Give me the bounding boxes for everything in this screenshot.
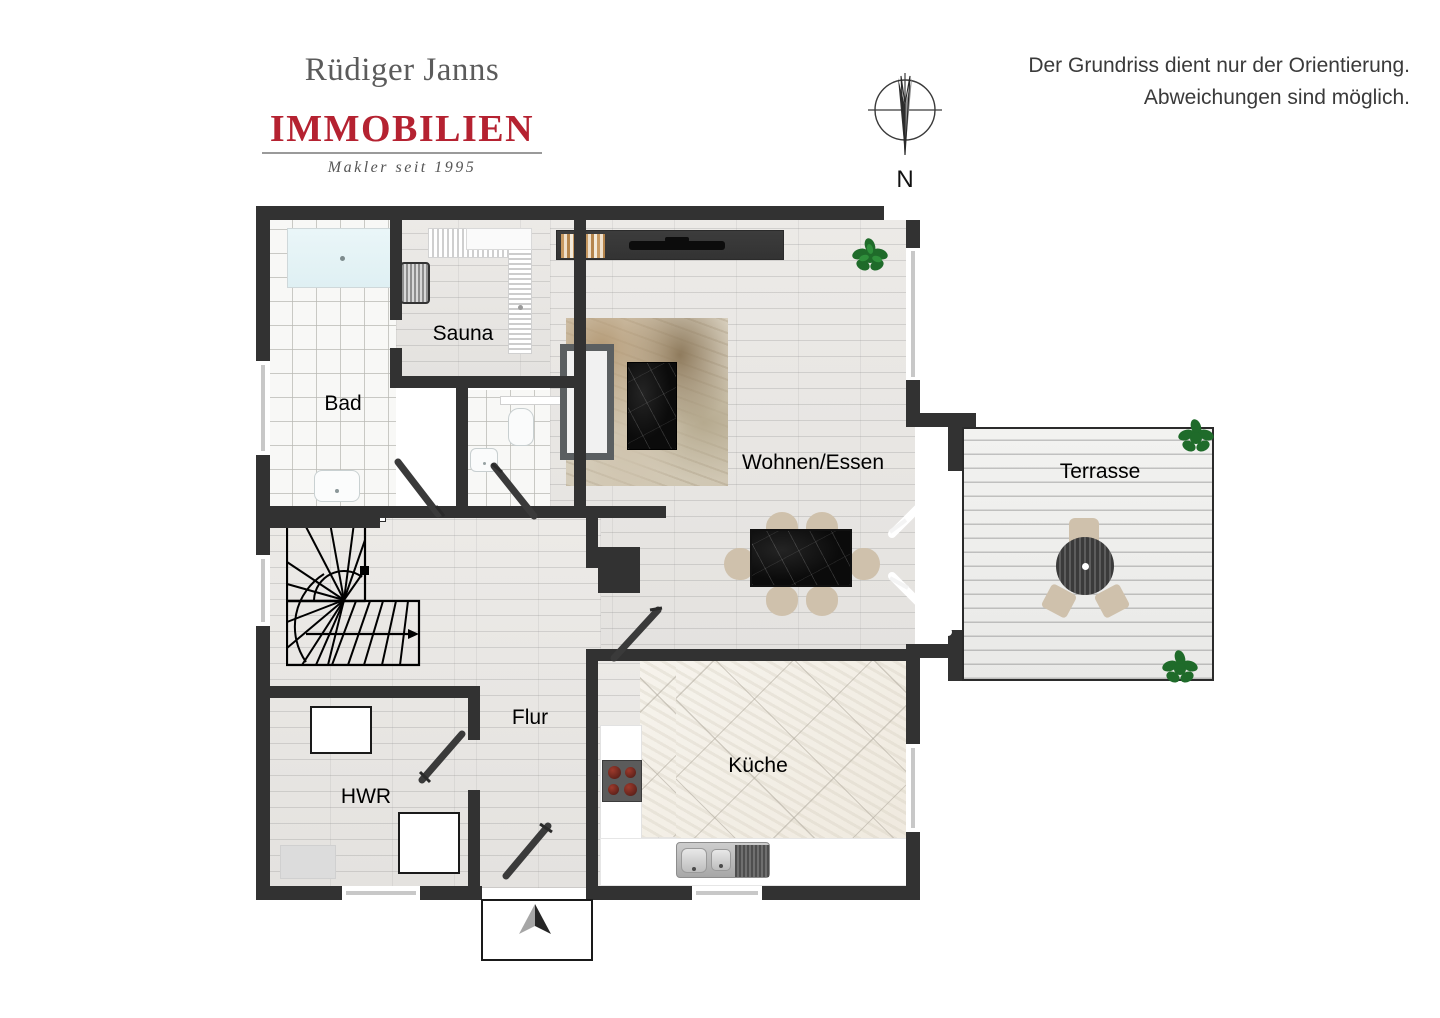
wall-hall-top bbox=[586, 506, 666, 518]
door-terrace-upper bbox=[888, 476, 950, 538]
plant-icon bbox=[1162, 650, 1198, 683]
potted-plant bbox=[1162, 650, 1198, 686]
shower-tray bbox=[287, 228, 397, 288]
wall-terrace-notch-bottom bbox=[906, 644, 962, 658]
room-label-terrasse: Terrasse bbox=[1059, 460, 1141, 483]
washbasin bbox=[314, 470, 360, 502]
door-terrace-lower bbox=[888, 572, 952, 636]
wall-wc-right bbox=[574, 388, 586, 518]
dining-chair bbox=[850, 548, 880, 580]
wall-exterior-left-b bbox=[256, 455, 270, 555]
window-left-lower bbox=[256, 555, 270, 626]
washing-machine bbox=[310, 706, 372, 754]
company-tagline: Makler seit 1995 bbox=[327, 159, 477, 177]
room-label-wohnen-essen: Wohnen/Essen bbox=[741, 451, 885, 474]
wall-hwr-right-upper bbox=[468, 698, 480, 740]
company-logo: Rüdiger Janns IMMOBILIEN Makler seit 199… bbox=[252, 52, 552, 177]
company-main-title: IMMOBILIEN bbox=[269, 108, 535, 151]
compass-needle-icon bbox=[868, 73, 942, 156]
sauna-bench-right bbox=[508, 246, 532, 354]
window-right-lower bbox=[906, 744, 920, 832]
hwr-shelf bbox=[280, 845, 336, 879]
room-label-bad: Bad bbox=[324, 392, 362, 415]
terrace-round-table bbox=[1056, 537, 1114, 595]
window-top-right bbox=[884, 206, 920, 220]
wall-wc-bottom bbox=[456, 506, 586, 518]
window-bottom-kueche bbox=[692, 886, 762, 900]
wall-stair-bottom bbox=[268, 686, 480, 698]
dining-chair bbox=[724, 548, 754, 580]
company-name: Rüdiger Janns bbox=[304, 52, 500, 88]
tv-wall-unit bbox=[556, 230, 784, 260]
wall-exterior-left-c bbox=[256, 626, 270, 900]
floor-kueche-tiles-lower bbox=[676, 659, 912, 859]
wall-flur-kueche bbox=[586, 655, 598, 900]
wall-terrace-jamb-top bbox=[948, 413, 962, 471]
plant-icon bbox=[1178, 419, 1214, 452]
dining-table bbox=[750, 529, 852, 587]
door-entry bbox=[502, 822, 553, 880]
potted-plant bbox=[1178, 419, 1214, 455]
entry-arrow bbox=[519, 904, 551, 934]
sofa bbox=[560, 344, 614, 460]
wall-exterior-left-a bbox=[256, 206, 270, 361]
plant-icon bbox=[852, 238, 888, 271]
wall-exterior-right-d bbox=[906, 832, 920, 900]
wall-stair-top bbox=[268, 518, 380, 528]
dining-chair bbox=[806, 586, 838, 616]
floor-flur-right bbox=[476, 518, 601, 888]
door-hwr bbox=[418, 730, 466, 784]
dining-chair bbox=[766, 586, 798, 616]
room-label-kueche: Küche bbox=[728, 754, 788, 777]
room-label-hwr: HWR bbox=[340, 785, 392, 808]
wall-exterior-bottom-a bbox=[256, 886, 342, 900]
wall-exterior-bottom-b bbox=[420, 886, 482, 900]
wall-wc-left bbox=[456, 388, 468, 518]
wall-hall-wohnen-vertical bbox=[586, 506, 598, 568]
wall-bad-sauna bbox=[390, 218, 402, 320]
window-bottom-hwr bbox=[342, 886, 420, 900]
wall-sauna-bottom bbox=[390, 376, 586, 388]
room-label-sauna: Sauna bbox=[432, 322, 494, 345]
wall-exterior-right-c bbox=[906, 644, 920, 744]
wall-kueche-top bbox=[586, 649, 920, 661]
door-wc bbox=[490, 462, 538, 520]
wall-bad-bottom bbox=[268, 506, 468, 518]
compass-north-label: N bbox=[896, 166, 914, 193]
kitchen-cooktop bbox=[602, 760, 642, 802]
wall-terrace-notch-top bbox=[906, 413, 976, 427]
door-bad bbox=[394, 458, 446, 518]
window-left-upper bbox=[256, 361, 270, 455]
winder-staircase bbox=[286, 522, 421, 667]
wall-exterior-top bbox=[256, 206, 920, 220]
tv-screen bbox=[629, 241, 725, 250]
wall-exterior-bottom-d bbox=[762, 886, 920, 900]
sauna-bench-wide bbox=[466, 228, 532, 250]
disclaimer-text: Der Grundriss dient nur der Orientierung… bbox=[1028, 50, 1410, 113]
potted-plant bbox=[852, 238, 888, 274]
wall-column-stub bbox=[598, 547, 640, 593]
room-label-flur: Flur bbox=[511, 706, 549, 729]
wall-sauna-wohnen bbox=[574, 218, 586, 388]
coffee-table bbox=[627, 362, 677, 450]
wc-toilet bbox=[508, 408, 534, 446]
wall-hwr-right-lower bbox=[468, 790, 480, 886]
kitchen-sink bbox=[676, 842, 770, 878]
window-right-tall bbox=[906, 248, 920, 380]
dryer bbox=[398, 812, 460, 874]
disclaimer-line-2: Abweichungen sind möglich. bbox=[1143, 85, 1410, 109]
sauna-heater bbox=[400, 262, 430, 304]
disclaimer-line-1: Der Grundriss dient nur der Orientierung… bbox=[1028, 54, 1410, 77]
compass-rose: N bbox=[860, 58, 950, 198]
door-flur-wohnen bbox=[610, 606, 663, 662]
wall-exterior-bottom-c bbox=[586, 886, 692, 900]
logo-divider bbox=[262, 152, 542, 155]
